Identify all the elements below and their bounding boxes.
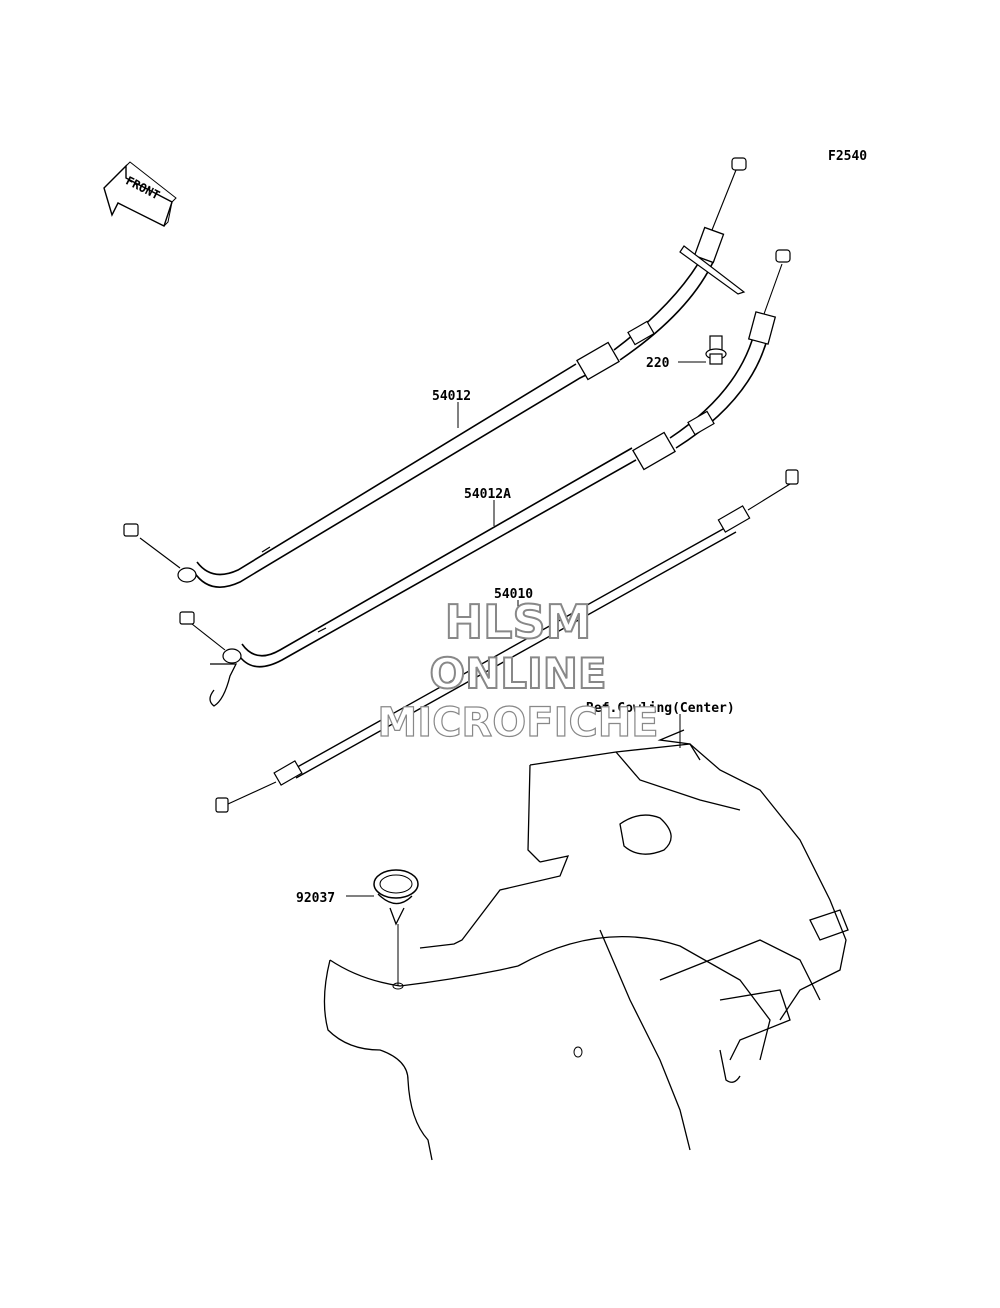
leader-lines <box>346 361 706 986</box>
part-label-54010: 54010 <box>494 587 533 602</box>
part-label-54012: 54012 <box>432 389 471 404</box>
cable-54012A <box>179 249 791 707</box>
cowling-reference-outline <box>323 729 849 1161</box>
front-arrow-icon: FRONT <box>103 161 177 227</box>
reference-label: Ref.Cowling(Center) <box>586 701 735 716</box>
bolt-220 <box>705 335 727 365</box>
cable-54010 <box>215 469 799 813</box>
diagram-code: F2540 <box>828 149 867 164</box>
clamp-92037 <box>373 869 419 926</box>
watermark-line3: MICROFICHE <box>377 700 658 746</box>
part-label-92037: 92037 <box>296 891 335 906</box>
watermark: HLSM ONLINE MICROFICHE <box>377 594 659 747</box>
watermark-line1: HLSM <box>445 595 592 649</box>
watermark-line2: ONLINE <box>429 649 606 698</box>
part-label-220: 220 <box>646 356 670 371</box>
part-label-54012A: 54012A <box>464 487 511 502</box>
cable-54012 <box>123 157 747 588</box>
